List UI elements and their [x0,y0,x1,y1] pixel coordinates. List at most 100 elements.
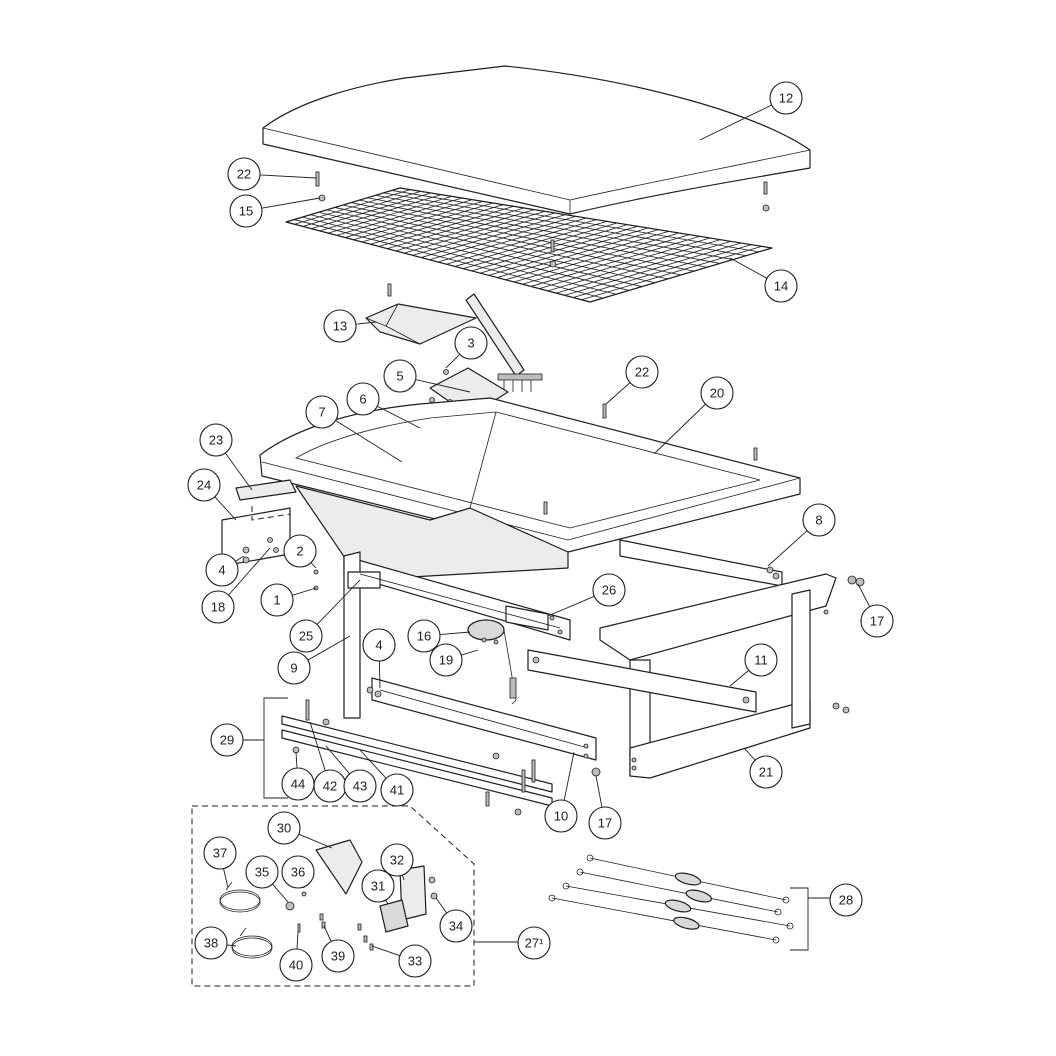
callout-28: 28 [829,883,863,917]
leader-line-7 [335,420,403,463]
callout-number: 4 [375,638,382,653]
callout-26: 26 [592,573,626,607]
leader-line-17a [857,583,871,607]
callout-circle [210,723,244,757]
hopper-part [259,397,801,581]
callout-16: 16 [407,619,441,653]
callout-7: 7 [305,395,339,429]
leader-line-18 [228,547,271,596]
callout-circle [199,423,233,457]
leader-line-10 [563,751,575,801]
callout-24: 24 [187,468,221,502]
callout-18: 18 [201,590,235,624]
callout-8: 8 [802,503,836,537]
callout-32: 32 [380,843,414,877]
leader-line-22a [259,174,317,179]
callout-number: 17 [598,816,612,831]
callout-circle [860,604,894,638]
callout-5: 5 [383,359,417,393]
leader-line-33 [371,945,401,957]
callout-circle [187,468,221,502]
callout-number: 14 [774,279,788,294]
callout-44: 44 [281,767,315,801]
callout-circle [454,326,488,360]
front-frame-part [343,551,571,719]
leader-line-22b [605,382,631,405]
callout-circle [283,534,317,568]
leader-line-21 [743,747,756,761]
callout-number: 12 [779,91,793,106]
callout-circle [362,628,396,662]
callout-number: 2 [296,544,303,559]
deflector-part [365,303,477,345]
callout-9: 9 [277,651,311,685]
callout-6: 6 [346,382,380,416]
callout-number: 13 [333,319,347,334]
leader-line-31 [385,899,389,905]
callout-number: 22 [237,167,251,182]
callout-22a: 22 [227,157,261,191]
leader-line-23 [224,452,253,491]
lid-part [262,65,811,215]
callout-number: 5 [396,369,403,384]
leader-line-30 [298,833,333,849]
leader-line-40 [296,931,299,950]
callout-number: 21 [759,765,773,780]
callout-35: 35 [245,855,279,889]
leader-line-24 [214,496,237,521]
leader-line-25 [316,579,361,625]
rear-rail-part [619,539,783,587]
callout-number: 44 [291,777,305,792]
callout-number: 23 [209,433,223,448]
leader-line-17b [595,775,603,808]
callout-number: 6 [359,392,366,407]
callout-circle [429,643,463,677]
callout-14: 14 [764,269,798,303]
callout-circle [279,948,313,982]
callout-circle [205,553,239,587]
callout-30: 30 [267,811,301,845]
callout-number: 9 [290,661,297,676]
callout-number: 40 [289,958,303,973]
callout-number: 38 [204,936,218,951]
callout-number: 28 [839,893,853,908]
callout-number: 24 [197,478,211,493]
callout-circle [201,590,235,624]
callout-number: 26 [602,583,616,598]
callout-21: 21 [749,755,783,789]
callout-41: 41 [380,773,414,807]
callout-23: 23 [199,423,233,457]
leader-line-4b [378,660,381,689]
leader-line-14 [729,257,768,279]
callout-12: 12 [769,81,803,115]
right-frame-part [527,573,865,779]
callout-37: 37 [203,836,237,870]
callout-number: 36 [291,865,305,880]
leader-line-39 [323,925,332,942]
callout-number: 7 [318,405,325,420]
callout-circle [383,359,417,393]
callout-circle [260,583,294,617]
callout-circle [277,651,311,685]
callout-number: 33 [408,954,422,969]
group-bracket-29 [240,697,288,799]
callout-circle [764,269,798,303]
callout-circle [346,382,380,416]
callout-15: 15 [229,194,263,228]
leader-line-35 [272,883,289,903]
callout-40: 40 [279,948,313,982]
callout-number: 20 [710,386,724,401]
callout-number: 4 [218,563,225,578]
leader-line-9 [307,635,351,661]
lower-rail-part [366,677,601,777]
leader-line-20 [653,403,706,455]
callout-17b: 17 [588,806,622,840]
spinner-arm-part [465,293,543,392]
leader-line-43 [325,745,350,775]
hardware-group-top [315,171,770,297]
callout-number: 19 [439,653,453,668]
leader-line-32 [401,874,405,881]
callout-number: 17 [870,614,884,629]
callout-circle [802,503,836,537]
